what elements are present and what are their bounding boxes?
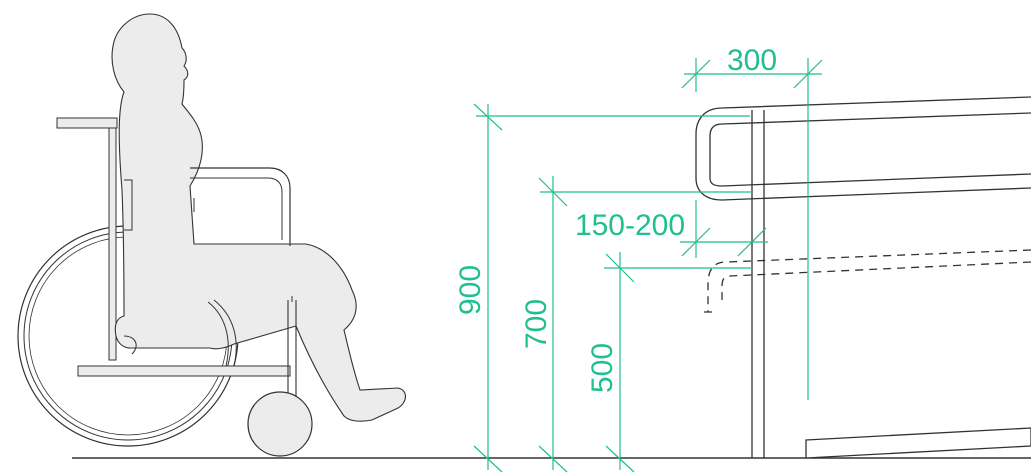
- dimension-lines: [473, 58, 823, 473]
- dim-label-900: 900: [454, 265, 487, 315]
- wheelchair-user-figure: [17, 13, 407, 457]
- dim-label-700: 700: [520, 299, 553, 349]
- handrail-structure: [695, 96, 1031, 459]
- person-silhouette: [111, 13, 407, 422]
- dim-label-300: 300: [727, 44, 777, 77]
- wheelchair-lower-frame: [77, 365, 291, 377]
- lower-handrail-dashed: [702, 249, 1031, 313]
- ramp-surface: [805, 427, 1031, 459]
- front-caster-wheel: [247, 391, 313, 457]
- dim-label-150-200: 150-200: [575, 209, 685, 242]
- armrest: [56, 117, 118, 129]
- dim-label-500: 500: [586, 343, 619, 393]
- upper-handrail: [695, 96, 1031, 201]
